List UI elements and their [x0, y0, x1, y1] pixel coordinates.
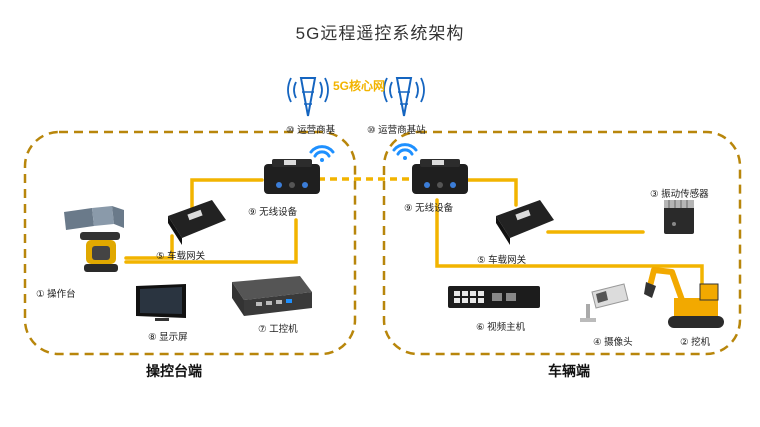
- base-station-label-left: ⑩ 运营商基: [286, 125, 336, 136]
- left-group-frame: [23, 130, 357, 356]
- gateway-device-right: [496, 200, 554, 245]
- label-gateway-left: ⑤ 车载网关: [156, 251, 206, 262]
- right-connections: [435, 178, 704, 300]
- video-host-device: [448, 286, 540, 308]
- label-gateway-right: ⑤ 车载网关: [477, 255, 527, 266]
- wireless-device-left: [264, 159, 320, 194]
- ipc-device: [232, 276, 312, 316]
- wifi-icon-right: [392, 143, 418, 160]
- sensor-device: [664, 200, 694, 234]
- gateway-device-left: [168, 200, 226, 245]
- camera-device: [580, 283, 629, 322]
- wire-console-to-ipc: [124, 218, 298, 264]
- wire-console-to-gateway: [124, 234, 174, 260]
- base-station-label-right: ⑩ 运营商基站: [367, 125, 426, 136]
- label-sensor: ③ 振动传感器: [650, 189, 709, 200]
- left-connections: [124, 178, 298, 264]
- wire-wireless-to-gateway: [460, 178, 518, 207]
- core-network-label: 5G核心网: [333, 79, 386, 93]
- group-label-left: 操控台端: [146, 363, 202, 379]
- wireless-device-right: [412, 159, 468, 194]
- label-display: ⑧ 显示屏: [148, 332, 188, 343]
- diagram-title: 5G远程遥控系统架构: [295, 24, 465, 43]
- excavator-device: [644, 267, 724, 328]
- wire-gateway-to-wireless: [190, 178, 264, 214]
- display-device: [136, 284, 186, 321]
- wire-wireless-to-video: [435, 198, 704, 300]
- wifi-icon-left: [309, 145, 335, 162]
- group-label-right: 车辆端: [548, 363, 590, 379]
- label-wireless-right: ⑨ 无线设备: [404, 203, 454, 214]
- right-group-frame: [382, 130, 742, 356]
- tower-icon-left: [287, 77, 329, 117]
- label-ipc: ⑦ 工控机: [258, 324, 298, 335]
- label-excavator: ② 挖机: [680, 337, 711, 348]
- console-device: [64, 206, 124, 272]
- tower-icon-right: [383, 77, 425, 117]
- label-video-host: ⑥ 视频主机: [476, 322, 526, 333]
- label-camera: ④ 摄像头: [593, 337, 633, 348]
- label-console: ① 操作台: [36, 289, 76, 300]
- label-wireless-left: ⑨ 无线设备: [248, 207, 298, 218]
